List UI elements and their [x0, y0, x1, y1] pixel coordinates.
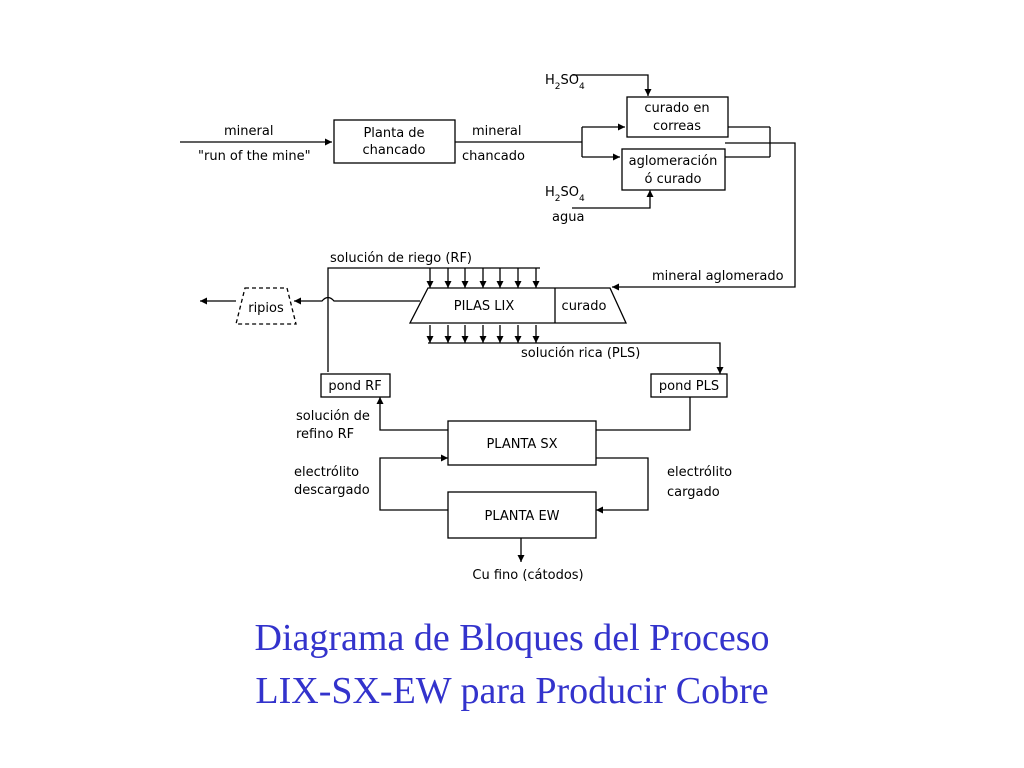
arrow-electrolito-cargado — [596, 457, 649, 514]
line-solucion-riego — [327, 267, 540, 372]
label-mineral-aglomerado: mineral aglomerado — [652, 269, 784, 284]
label-solucion-riego: solución de riego (RF) — [330, 251, 472, 266]
label-curado-correas-1: curado en — [644, 101, 709, 116]
label-refino-1: solución de — [296, 409, 370, 424]
label-planta-ew: PLANTA EW — [484, 509, 559, 524]
label-mineral-in: mineral — [224, 124, 273, 139]
label-acid-top: H2SO4 — [545, 73, 585, 92]
label-electrolito-cargado-1: electrólito — [667, 465, 732, 480]
label-agua: agua — [552, 210, 584, 225]
label-mineral-out: mineral — [472, 124, 521, 139]
label-acid-bottom: H2SO4 — [545, 185, 585, 204]
label-ripios: ripios — [248, 301, 284, 316]
box-aglomeracion — [621, 148, 726, 191]
label-curado-correas-2: correas — [653, 119, 701, 134]
box-planta-sx — [447, 420, 597, 466]
caption-line-2: LIX-SX-EW para Producir Cobre — [255, 670, 769, 712]
arrow-refino — [376, 397, 448, 431]
label-planta-chancado-1: Planta de — [363, 126, 424, 141]
arrow-acid-top — [572, 74, 652, 96]
box-planta-ew — [447, 491, 597, 539]
label-planta-chancado-2: chancado — [363, 143, 426, 158]
line-pls-to-sx — [596, 397, 691, 431]
label-refino-2: refino RF — [296, 427, 354, 442]
label-aglomeracion-2: ó curado — [645, 172, 702, 187]
label-electrolito-cargado-2: cargado — [667, 485, 720, 500]
caption-line-1: Diagrama de Bloques del Proceso — [254, 617, 770, 659]
line-mineral-aglomerado — [612, 142, 796, 291]
label-curado: curado — [562, 299, 607, 314]
line-solucion-rica — [428, 342, 724, 374]
label-pilas-lix: PILAS LIX — [454, 299, 515, 314]
label-solucion-rica: solución rica (PLS) — [521, 346, 640, 361]
box-pond-rf — [320, 373, 391, 398]
flow-diagram: mineral "run of the mine" Planta de chan… — [180, 73, 796, 583]
arrow-acid-bottom — [572, 190, 654, 209]
box-ripios — [235, 287, 297, 325]
label-electrolito-descargado-2: descargado — [294, 483, 370, 498]
label-planta-sx: PLANTA SX — [486, 437, 557, 452]
label-pond-rf: pond RF — [328, 379, 381, 394]
box-curado-correas — [626, 96, 729, 138]
arrow-pilas-to-ripios — [294, 296, 420, 305]
label-pond-pls: pond PLS — [659, 379, 719, 394]
label-electrolito-descargado-1: electrólito — [294, 465, 359, 480]
label-aglomeracion-1: aglomeración — [629, 154, 718, 169]
arrow-electrolito-descargado — [379, 454, 448, 511]
box-planta-chancado — [333, 119, 456, 164]
label-cu-fino: Cu fino (cátodos) — [472, 568, 583, 583]
box-pond-pls — [650, 373, 728, 398]
label-chancado: chancado — [462, 149, 525, 164]
box-pilas-lix — [408, 287, 628, 324]
label-run-of-mine: "run of the mine" — [198, 149, 311, 164]
